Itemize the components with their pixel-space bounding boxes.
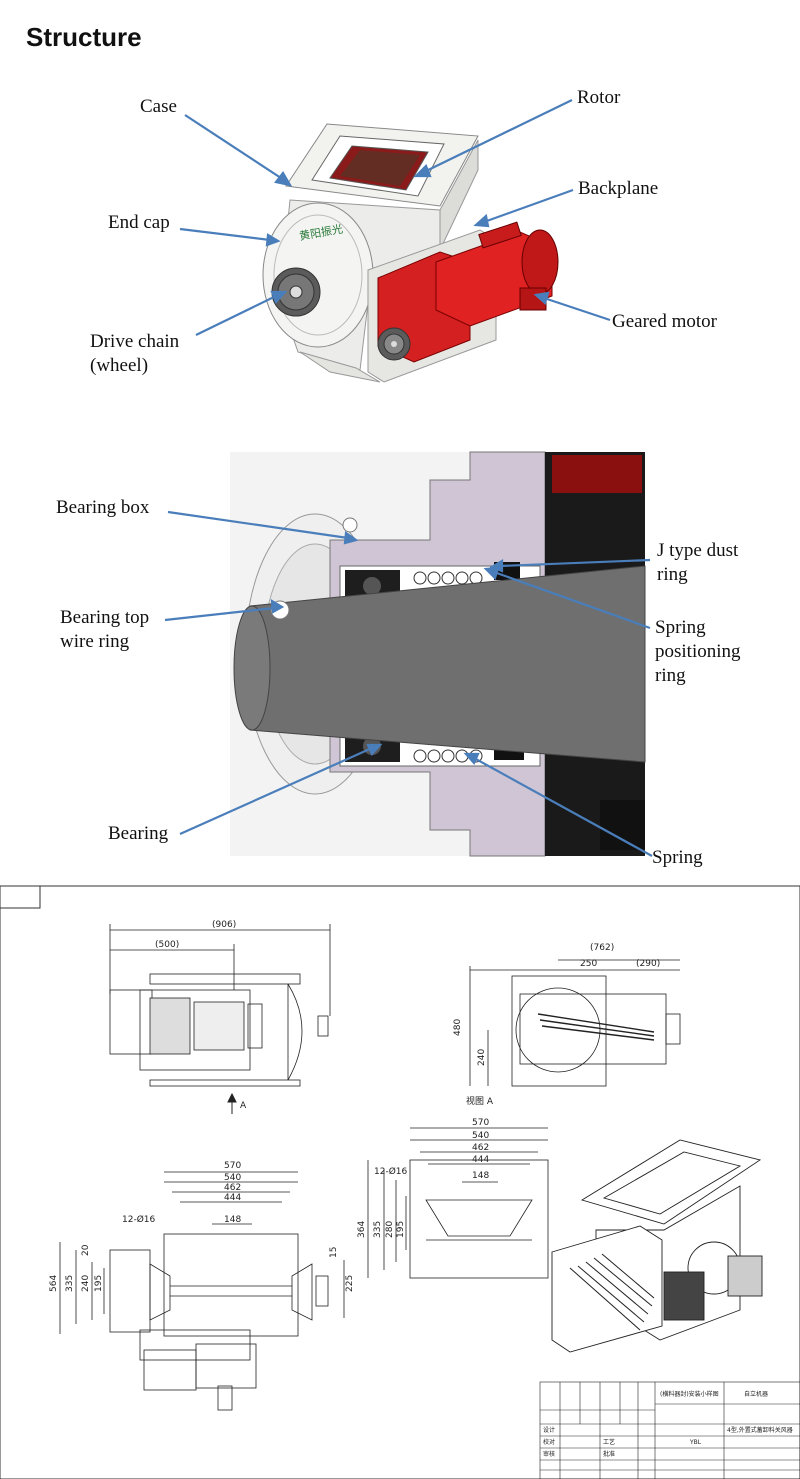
arrow-spring — [473, 757, 653, 857]
dim-570-left: 570 — [224, 1161, 241, 1171]
arrow-gearedmotor — [543, 296, 611, 322]
isometric-vent-slots — [569, 1253, 655, 1331]
dim-240: 240 — [477, 1049, 487, 1066]
label-drive-chain: Drive chain (wheel) — [90, 331, 180, 376]
label-spring-positioning-ring: Spring positioning ring — [655, 617, 741, 686]
spring-top — [413, 571, 483, 585]
arrow-spring-pos — [493, 570, 651, 630]
dim-906: (906) — [212, 920, 236, 930]
dim-15: 15 — [329, 1247, 339, 1258]
label-bearing-top-wire-ring: Bearing top wire ring — [60, 607, 150, 652]
dim-540-left: 540 — [224, 1173, 241, 1183]
dim-462-left: 462 — [224, 1183, 241, 1193]
dim-holes-mid: 12-Ø16 — [374, 1166, 408, 1177]
dim-195-mid: 195 — [396, 1221, 406, 1238]
dim-444-left: 444 — [224, 1193, 241, 1203]
dim-20: 20 — [81, 1244, 91, 1256]
dim-480: 480 — [453, 1019, 463, 1036]
arrow-top-wire — [164, 606, 275, 622]
isometric-view — [551, 1139, 763, 1353]
arrow-bearing — [179, 746, 373, 836]
label-j-type-dust-ring: J type dust ring — [657, 540, 739, 585]
arrow-j-type — [499, 558, 651, 568]
dim-364: 364 — [357, 1221, 367, 1238]
arrow-backplane — [483, 188, 574, 224]
dim-holes-left: 12-Ø16 — [122, 1214, 156, 1225]
bearing-section — [164, 451, 653, 857]
label-spring: Spring — [652, 847, 703, 868]
dim-570-mid: 570 — [472, 1118, 489, 1128]
plan-view — [59, 1171, 345, 1411]
dim-280: 280 — [385, 1221, 395, 1238]
dim-250: 250 — [580, 959, 597, 969]
title-block-row-process: 工艺 — [603, 1438, 615, 1446]
label-backplane: Backplane — [578, 178, 659, 199]
arrow-drivechain — [195, 294, 279, 336]
label-geared-motor: Geared motor — [612, 311, 717, 332]
view-a-label: 视图 A — [466, 1095, 494, 1107]
title-block-row-approve: 批准 — [603, 1450, 615, 1458]
dim-540-mid: 540 — [472, 1131, 489, 1141]
motor-sprocket — [377, 327, 411, 361]
label-rotor: Rotor — [577, 87, 621, 108]
dim-462-mid: 462 — [472, 1143, 489, 1153]
label-bearing-box: Bearing box — [56, 497, 150, 518]
dim-335-left: 335 — [65, 1275, 75, 1292]
title-block-row-design: 设计 — [543, 1426, 555, 1434]
dim-240-left: 240 — [81, 1275, 91, 1292]
title-block — [539, 1381, 800, 1479]
arrow-rotor — [423, 99, 573, 173]
drive-chain-wheel — [271, 267, 321, 317]
label-case: Case — [140, 96, 177, 117]
end-view-slots — [537, 1013, 655, 1041]
end-view — [469, 959, 681, 1087]
dim-225: 225 — [345, 1275, 355, 1292]
page-title: Structure — [26, 22, 142, 52]
title-block-drawing-no: YBL — [689, 1439, 702, 1446]
dim-762: (762) — [590, 943, 614, 953]
view-a-arrow — [227, 1092, 237, 1114]
dim-500: (500) — [155, 940, 179, 950]
dim-148-left: 148 — [224, 1215, 241, 1225]
dim-148-mid: 148 — [472, 1171, 489, 1181]
label-end-cap: End cap — [108, 212, 170, 233]
geared-motor — [377, 221, 559, 363]
title-block-row-review: 审核 — [543, 1450, 555, 1458]
arrow-bearing-box — [167, 510, 349, 540]
arrow-case — [184, 114, 285, 181]
dim-564: 564 — [49, 1275, 59, 1292]
side-view — [109, 924, 331, 1087]
dim-335-mid: 335 — [373, 1221, 383, 1238]
title-block-row-check: 校对 — [543, 1438, 555, 1446]
structure-illustration: 黄阳振光 — [179, 99, 611, 383]
view-a-arrow-label: A — [240, 1101, 247, 1111]
title-block-product: 4型,外置式蓄卸料关风器 — [727, 1426, 793, 1434]
title-block-company: 自立机器 — [744, 1390, 768, 1398]
dim-444-mid: 444 — [472, 1155, 489, 1165]
title-block-drawing-name: (横料器封)安装小样图 — [660, 1390, 719, 1398]
label-bearing: Bearing — [108, 823, 169, 844]
dim-290: (290) — [636, 959, 660, 969]
dim-195-left: 195 — [94, 1275, 104, 1292]
front-view — [367, 1127, 549, 1279]
arrow-endcap — [179, 227, 271, 242]
